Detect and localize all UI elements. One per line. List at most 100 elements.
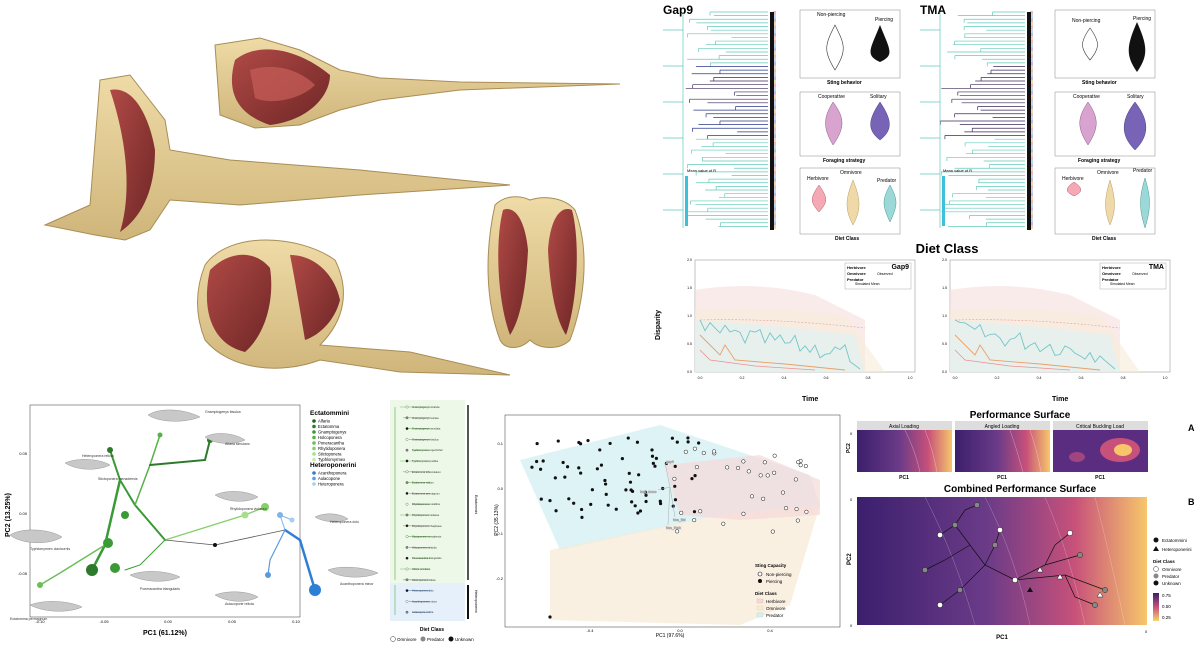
forage-cat1: Cooperative <box>818 94 845 100</box>
pm-legend-item: Alfaria <box>318 419 331 424</box>
tree-tip-label: Typhlomyrmex rogenhoferi <box>412 448 443 452</box>
pm-legend-item: Ectatomma <box>318 424 340 429</box>
tree-tip-label: Rhytidoponera chalybaea <box>412 524 442 528</box>
sting-dorsal-view <box>214 37 621 129</box>
disp-legend-omni: Omnivore <box>847 271 866 276</box>
facet-angled-label: Angled Loading <box>985 424 1020 430</box>
disp-legend-sim: Simulated Mean <box>1110 282 1135 286</box>
pca-legend-diet-title: Diet Class <box>755 591 777 596</box>
disp-xtick: 0.4 <box>1037 376 1042 380</box>
tma-forage-xlabel: Foraging strategy <box>1078 158 1120 164</box>
disp-xtick: 1.0 <box>908 376 913 380</box>
disp-legend-observed: Observed <box>1132 272 1148 276</box>
pm-xlabel: PC1 (61.12%) <box>143 630 187 637</box>
diet-cat2: Omnivore <box>840 170 862 176</box>
pm-species-label: Heteroponera dolo <box>330 520 359 524</box>
perf-facet-angled: Angled Loading <box>955 421 1050 473</box>
disp-ytick: 0.0 <box>687 370 692 374</box>
pca-ytick: 0.1 <box>497 441 503 446</box>
disp-xtick: 0.8 <box>866 376 871 380</box>
disp-xtick: 0.2 <box>740 376 745 380</box>
disp-legend-herb: Herbivore <box>847 265 866 270</box>
disparity-xlabel-left: Time <box>802 396 818 403</box>
pca-points <box>530 436 809 619</box>
tma-diet-cat2: Omnivore <box>1097 170 1119 176</box>
perf-combined-title: Combined Performance Surface <box>944 484 1097 495</box>
tma-diet-xlabel: Diet Class <box>1092 236 1116 242</box>
tree-tip-label: Ectatomma tuberculatum <box>412 470 441 474</box>
combined-ylabel: PC2 <box>847 553 853 565</box>
disparity-plot-tma: HerbivoreOmnivorePredatorObservedSimulat… <box>942 258 1171 380</box>
pca-legend: Sting Capacity Non-piercing Piercing Die… <box>755 563 792 618</box>
sting-xlabel: Sting behavior <box>827 80 862 86</box>
scale-025: 0.25 <box>1162 615 1171 620</box>
disp-xtick: 0.6 <box>1079 376 1084 380</box>
facet-ylabel: PC2 <box>846 443 852 453</box>
diet-cat1: Herbivore <box>807 176 829 182</box>
disp-ytick: 2.0 <box>687 258 692 262</box>
disp-xtick: 0.0 <box>698 376 703 380</box>
disp-xtick: 1.0 <box>1163 376 1168 380</box>
pm-sting-silhouettes <box>9 409 379 612</box>
vec-tma-flat: tma_flat <box>673 518 685 522</box>
tree-diet-pred: Predator <box>427 637 445 642</box>
tma-tree: TMA Mean value of R <box>920 3 1033 230</box>
tma-diet-cat1: Herbivore <box>1062 176 1084 182</box>
disp-ytick: 1.0 <box>942 314 947 318</box>
pm-species-label: Aulacopone relicta <box>225 602 254 606</box>
gap9-tree: Gap9 Mean value of R <box>663 3 776 230</box>
pm-xtick: 0.10 <box>292 619 301 624</box>
vec-tma-dome: tma_dome <box>640 490 657 494</box>
perf-title: Performance Surface <box>970 410 1071 421</box>
pca-xtick: -0.4 <box>587 628 595 633</box>
tree-tip-label: Alfaria simulans <box>412 567 431 571</box>
disp-ytick: 1.5 <box>687 286 692 290</box>
pm-legend: Ectatommini AlfariaEctatommaGnamptogenys… <box>310 410 356 487</box>
pca-legend-herb: Herbivore <box>766 599 786 604</box>
pca-xtick: 0.4 <box>767 628 773 633</box>
vec-tma-thick: tma_thick <box>666 526 681 530</box>
vec-gap9: gap9 <box>666 460 674 464</box>
legend-heteroponerini: Heteroponerini <box>310 462 356 469</box>
perf-legend-pred: Predator <box>1162 574 1180 579</box>
pm-ytick: -0.05 <box>18 571 28 576</box>
facet-buckling-label: Critical Buckling Load <box>1076 424 1124 430</box>
sting-ventral-view <box>197 239 511 376</box>
pm-species-label: Poneracantha triangularis <box>140 587 180 591</box>
disp-legend-pred: Predator <box>847 277 864 282</box>
tree-tip-label: Typhlomyrmex pusillus <box>412 459 439 463</box>
tree-tip-label: Holcoponera striatula <box>412 545 437 549</box>
forage-cat2: Solitary <box>870 94 887 100</box>
pm-ytick: 0.00 <box>19 511 28 516</box>
disp-legend-sim: Simulated Mean <box>855 282 880 286</box>
pm-species-label: Heteroponera relicta <box>82 454 114 458</box>
pm-legend-item: Stictoponera <box>318 452 342 457</box>
pm-xtick: 0.05 <box>228 619 237 624</box>
forage-xlabel: Foraging strategy <box>823 158 865 164</box>
pm-legend-item: Typhlomyrmex <box>318 457 346 462</box>
tree-tip-label: Gnamptogenys sulcata <box>412 416 439 420</box>
disp-ytick: 0.0 <box>942 370 947 374</box>
tree-clade2: Heteroponerini <box>474 590 478 613</box>
tree-diet-omni: Omnivore <box>397 637 417 642</box>
tree-tip-label: Gnamptogenys annulata <box>412 427 441 431</box>
perf-tree <box>924 504 1106 606</box>
disparity-plot-gap9: HerbivoreOmnivorePredatorObservedSimulat… <box>687 258 916 380</box>
mean-rate-label: Mean value of R <box>687 168 716 173</box>
perf-panel-a: A <box>1188 423 1195 433</box>
tma-violins: Non-piercing Piercing Sting behavior Coo… <box>1054 9 1156 242</box>
tma-sting-cat1: Non-piercing <box>1072 18 1101 24</box>
disp-xtick: 0.8 <box>1121 376 1126 380</box>
pm-legend-item: Aulacopone <box>318 476 341 481</box>
tree-tip-label: Heteroponera dolo <box>412 589 434 593</box>
combined-y0b: 0 <box>850 623 853 628</box>
disp-legend-omni: Omnivore <box>1102 271 1121 276</box>
pm-species-label: Rhytidoponera violacea <box>230 507 267 511</box>
perf-facet-axial: Axial Loading <box>857 421 952 473</box>
tma-forage-cat2: Solitary <box>1127 94 1144 100</box>
facet-xlabel-3: PC1 <box>1095 475 1105 481</box>
combined-y0: 0 <box>850 497 853 502</box>
pm-species-label: Typhlomyrmex clavicornis <box>30 547 70 551</box>
gap9-violins: Non-piercing Piercing Sting behavior Coo… <box>799 9 901 242</box>
